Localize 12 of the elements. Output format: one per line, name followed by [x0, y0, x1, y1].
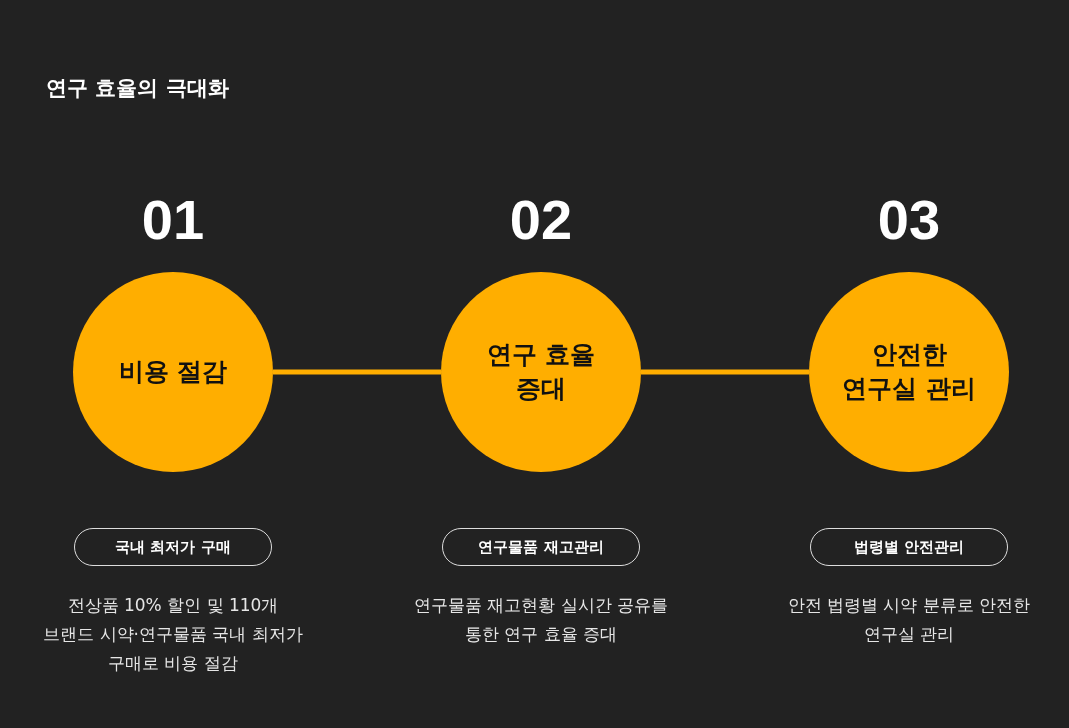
step-circle: 연구 효율 증대	[441, 272, 641, 472]
step-circle: 비용 절감	[73, 272, 273, 472]
description-text: 안전 법령별 시약 분류로 안전한 연구실 관리	[786, 594, 1032, 646]
step-number: 02	[508, 187, 574, 252]
description-text: 전상품 10% 할인 및 110개 브랜드 시약·연구물품 국내 최저가 구매로 비용 절감	[43, 594, 303, 675]
subtitle: 연구 효율의 극대화	[46, 75, 229, 102]
description-text: 연구물품 재고현황 실시간 공유를 통한 연구 효율 증대	[412, 594, 670, 646]
step-circle: 안전한 연구실 관리	[809, 272, 1009, 472]
connector-line	[641, 369, 809, 375]
step-number: 01	[140, 187, 206, 252]
step-number: 03	[876, 187, 942, 252]
connector-line	[273, 369, 441, 375]
